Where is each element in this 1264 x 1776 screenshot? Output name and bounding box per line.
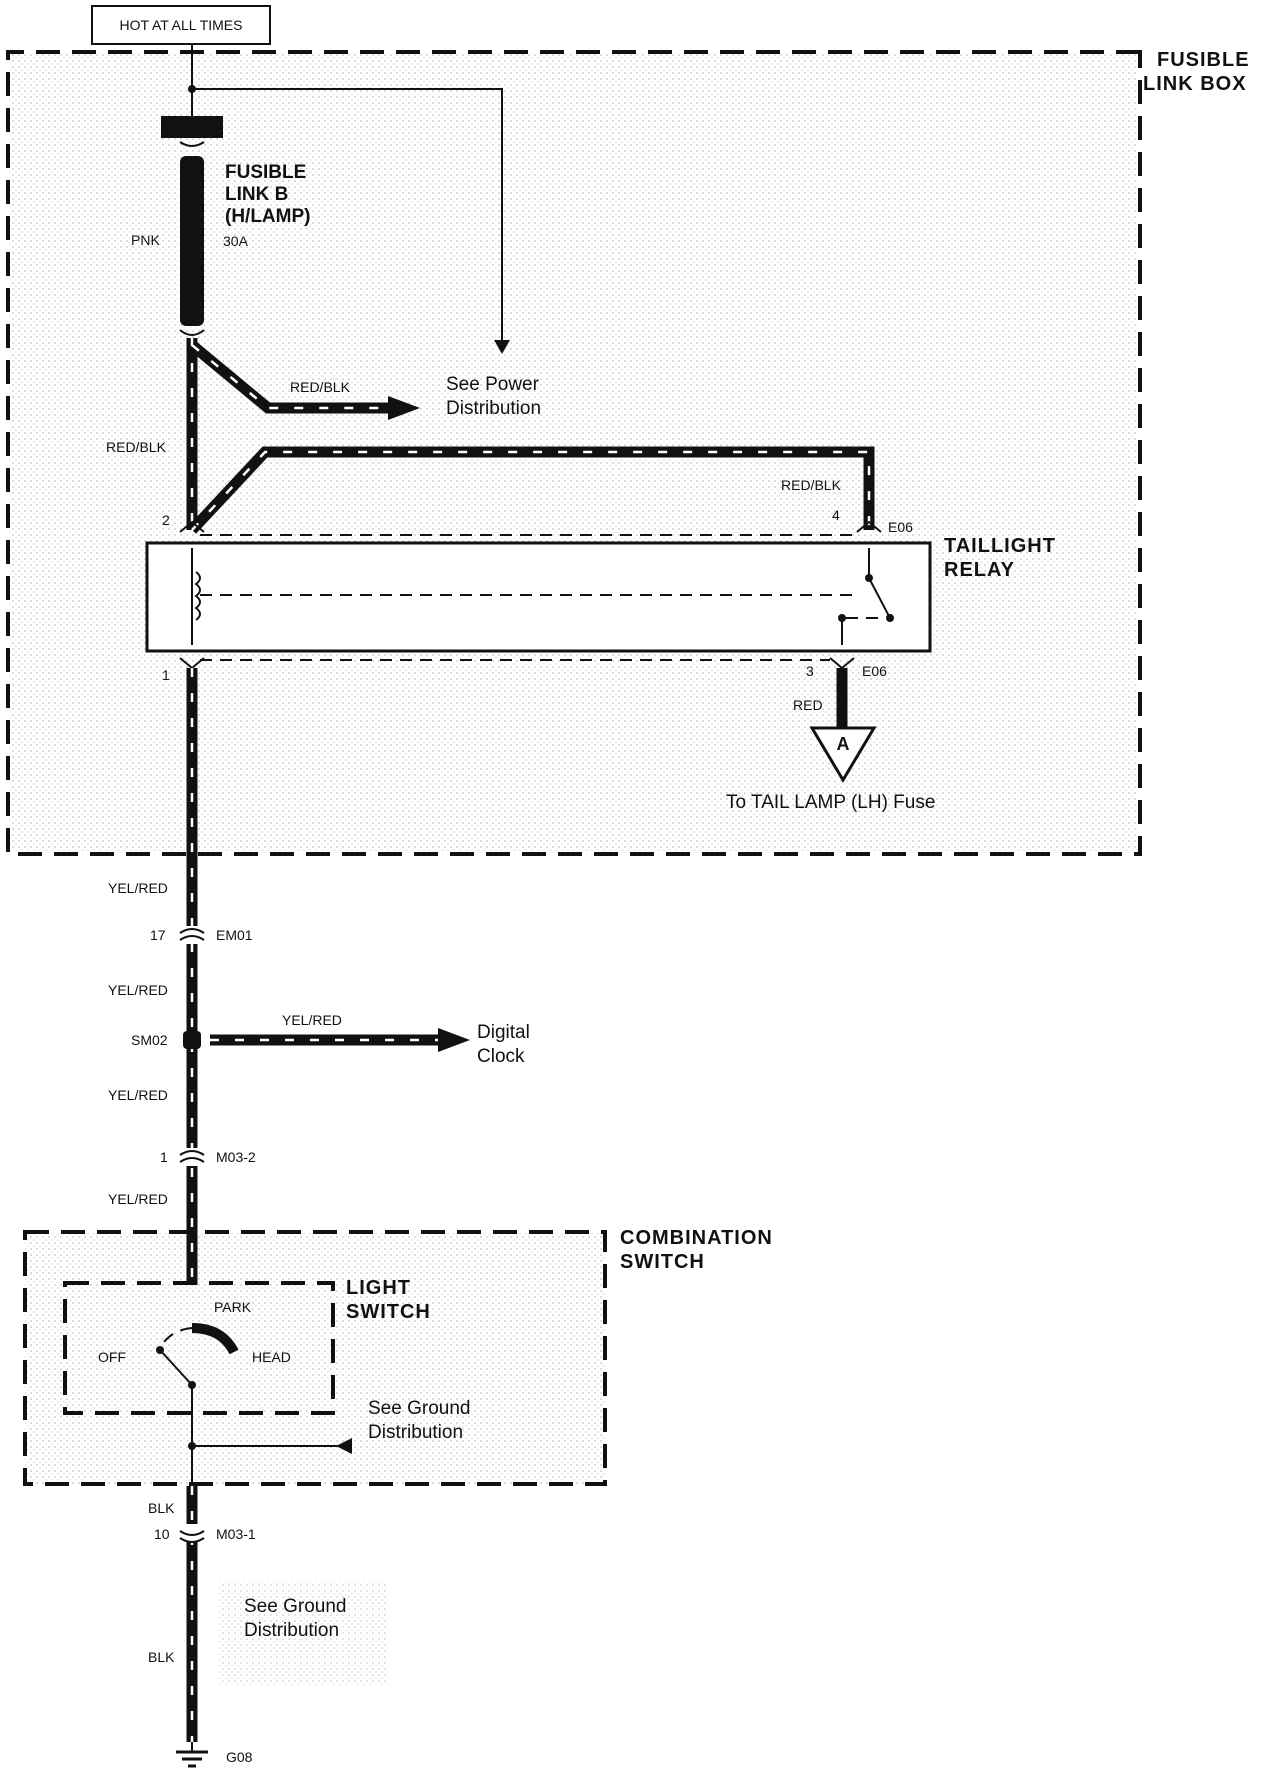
fusible-link-name-3: (H/LAMP) bbox=[225, 206, 310, 227]
wire-red-blk-relay-feed bbox=[187, 446, 875, 534]
relay-pin-4: 4 bbox=[832, 507, 840, 523]
power-ref-1: See Power bbox=[446, 374, 540, 395]
relay-contact-arm bbox=[868, 577, 891, 619]
m031-label: M03-1 bbox=[216, 1526, 256, 1542]
ground-ref-1: See Ground bbox=[244, 1596, 346, 1617]
switch-ground-ref-2: Distribution bbox=[368, 1422, 463, 1443]
relay-name: TAILLIGHT bbox=[944, 535, 1056, 557]
tail-lamp-ref: To TAIL LAMP (LH) Fuse bbox=[726, 792, 935, 813]
relay-pin-1: 1 bbox=[162, 667, 170, 683]
switch-ground-ref-1: See Ground bbox=[368, 1398, 470, 1419]
combination-switch-label: COMBINATION bbox=[620, 1227, 773, 1249]
splice-label: SM02 bbox=[131, 1032, 168, 1048]
m032-pin: 1 bbox=[160, 1149, 168, 1165]
fusible-link-name-2: LINK B bbox=[225, 184, 288, 205]
combination-switch-frame bbox=[23, 1230, 607, 1486]
fusible-link-box-frame bbox=[6, 50, 1142, 856]
fusible-link-box-label-2: LINK BOX bbox=[1143, 73, 1247, 95]
fusible-link-wire: PNK bbox=[131, 232, 160, 248]
relay-wire-switch: RED/BLK bbox=[781, 477, 842, 493]
power-branch-wire: RED/BLK bbox=[290, 379, 351, 395]
switch-pos-off: OFF bbox=[98, 1349, 126, 1365]
light-switch-frame bbox=[63, 1281, 335, 1415]
relay-out-wire: RED bbox=[793, 697, 823, 713]
wire-red-blk-power bbox=[188, 340, 420, 420]
fusible-link-box-label: FUSIBLE bbox=[1157, 49, 1250, 71]
harness-wire-2: YEL/RED bbox=[108, 982, 168, 998]
source-label: HOT AT ALL TIMES bbox=[120, 17, 243, 33]
connector-a-triangle bbox=[809, 726, 877, 783]
relay-name-2: RELAY bbox=[944, 559, 1015, 581]
m031-pin: 10 bbox=[154, 1526, 170, 1542]
taillight-relay-box bbox=[145, 541, 932, 653]
light-switch-park-contact bbox=[191, 1323, 239, 1355]
harness-wire-1: YEL/RED bbox=[108, 880, 168, 896]
ground-wire-1: BLK bbox=[148, 1500, 175, 1516]
em01-label: EM01 bbox=[216, 927, 253, 943]
fusible-link-name: FUSIBLE bbox=[225, 162, 306, 183]
relay-coil bbox=[194, 571, 201, 621]
light-switch-label: LIGHT bbox=[346, 1277, 411, 1299]
power-ref-2: Distribution bbox=[446, 398, 541, 419]
em01-pin: 17 bbox=[150, 927, 166, 943]
ground-ref-shading bbox=[218, 1580, 388, 1685]
connector-a-label: A bbox=[837, 734, 850, 754]
ground-wire-2: BLK bbox=[148, 1649, 175, 1665]
ground-symbol-icon bbox=[176, 1742, 208, 1768]
fusible-link-cap bbox=[161, 116, 223, 138]
splice-sm02 bbox=[183, 1031, 201, 1049]
source-box bbox=[91, 5, 271, 45]
ground-label: G08 bbox=[226, 1749, 253, 1765]
m032-label: M03-2 bbox=[216, 1149, 256, 1165]
light-switch-arm bbox=[159, 1349, 193, 1386]
wire-yel-red-clock bbox=[210, 1028, 470, 1052]
harness-wire-3: YEL/RED bbox=[108, 1087, 168, 1103]
relay-connector-bottom: E06 bbox=[862, 663, 887, 679]
light-switch-label-2: SWITCH bbox=[346, 1301, 431, 1323]
relay-pin-3: 3 bbox=[806, 663, 814, 679]
switch-pos-head: HEAD bbox=[252, 1349, 291, 1365]
combination-switch-shading bbox=[25, 1232, 605, 1484]
switch-pos-park: PARK bbox=[214, 1299, 252, 1315]
clock-wire: YEL/RED bbox=[282, 1012, 342, 1028]
fusible-link-rating: 30A bbox=[223, 233, 249, 249]
clock-ref-1: Digital bbox=[477, 1022, 530, 1043]
fusible-link-body bbox=[180, 156, 204, 326]
relay-pin-2: 2 bbox=[162, 512, 170, 528]
relay-wire-in: RED/BLK bbox=[106, 439, 167, 455]
ground-ref-2: Distribution bbox=[244, 1620, 339, 1641]
combination-switch-label-2: SWITCH bbox=[620, 1251, 705, 1273]
clock-ref-2: Clock bbox=[477, 1046, 525, 1067]
relay-connector-top: E06 bbox=[888, 519, 913, 535]
harness-wire-4: YEL/RED bbox=[108, 1191, 168, 1207]
